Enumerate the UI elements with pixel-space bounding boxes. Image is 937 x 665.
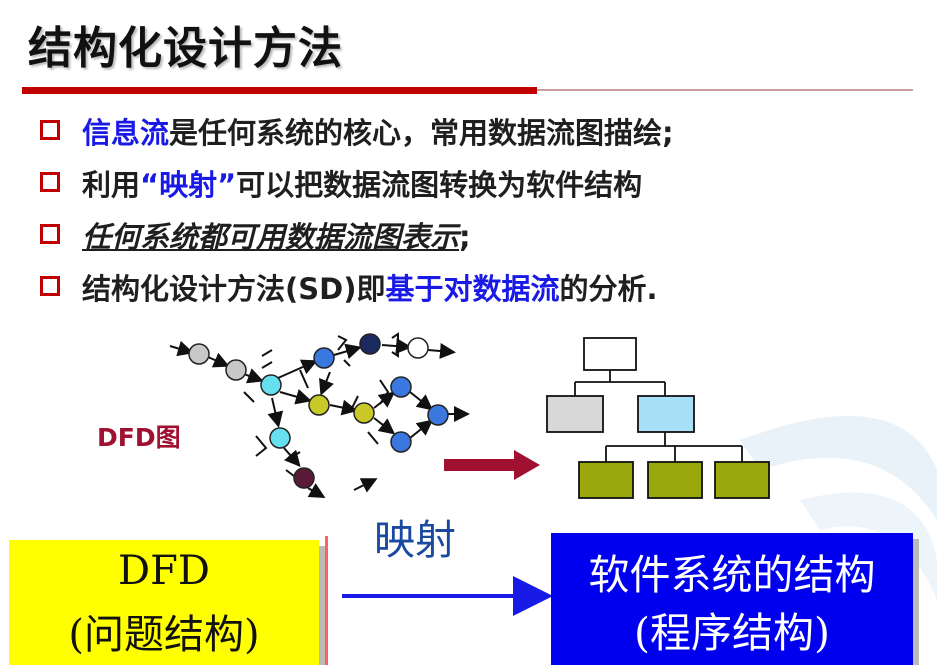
dfd-nodes bbox=[188, 333, 449, 489]
dfd-node bbox=[390, 376, 412, 398]
transform-arrow bbox=[444, 450, 540, 480]
bullet-text: 信息流是任何系统的核心，常用数据流图描绘; bbox=[82, 110, 674, 152]
bullet-square-icon bbox=[40, 172, 60, 192]
dfd-flows bbox=[169, 332, 470, 498]
mapping-label: 映射 bbox=[374, 516, 456, 564]
dfd-node bbox=[407, 337, 429, 359]
bullet-segment: 信息流 bbox=[82, 116, 170, 150]
dfd-node bbox=[359, 333, 381, 355]
bullet-segment: ; bbox=[459, 220, 471, 254]
bullet-text: 结构化设计方法(SD)即基于对数据流的分析. bbox=[82, 266, 658, 308]
bullet-item-4: 结构化设计方法(SD)即基于对数据流的分析. bbox=[40, 264, 920, 316]
bullet-item-1: 信息流是任何系统的核心，常用数据流图描绘; bbox=[40, 108, 920, 160]
bullet-segment: 结构化设计方法(SD)即 bbox=[82, 272, 386, 306]
bullet-item-2: 利用“映射”可以把数据流图转换为软件结构 bbox=[40, 160, 920, 212]
bullet-segment: 利用 bbox=[82, 168, 141, 202]
title-underline-gray bbox=[537, 89, 913, 91]
program-box-line2: (程序结构) bbox=[634, 609, 830, 657]
module-root bbox=[583, 337, 637, 371]
problem-box-line1: DFD bbox=[118, 548, 210, 594]
title-underline-red bbox=[22, 87, 537, 94]
module-leaf bbox=[714, 461, 770, 499]
dfd-node bbox=[293, 467, 315, 489]
bullet-item-3: 任何系统都可用数据流图表示; bbox=[40, 212, 920, 264]
dfd-node bbox=[353, 402, 375, 424]
dfd-label: DFD图 bbox=[97, 423, 181, 452]
program-box-line1: 软件系统的结构 bbox=[588, 551, 876, 599]
dfd-node bbox=[313, 347, 335, 369]
dfd-node bbox=[308, 394, 330, 416]
bullet-segment: “映射” bbox=[140, 168, 237, 202]
bullet-segment: 可以把数据流图转换为软件结构 bbox=[236, 168, 643, 202]
page-title: 结构化设计方法 bbox=[28, 23, 343, 74]
dfd-node bbox=[225, 359, 247, 381]
problem-box-line2: (问题结构) bbox=[68, 612, 260, 658]
bullet-segment: 是任何系统的核心，常用数据流图描绘; bbox=[169, 116, 674, 150]
bullet-segment: 的分析. bbox=[559, 272, 658, 306]
problem-structure-box: DFD (问题结构) bbox=[9, 540, 319, 665]
bullet-segment: 基于对数据流 bbox=[385, 272, 560, 306]
divider-red-bar bbox=[325, 536, 328, 665]
dfd-node bbox=[260, 374, 282, 396]
dfd-node bbox=[390, 431, 412, 453]
dfd-node bbox=[188, 343, 210, 365]
bullet-square-icon bbox=[40, 120, 60, 140]
bullet-square-icon bbox=[40, 224, 60, 244]
bullet-text: 任何系统都可用数据流图表示; bbox=[82, 214, 471, 256]
module-leaf bbox=[647, 461, 703, 499]
dfd-node bbox=[269, 427, 291, 449]
bullet-square-icon bbox=[40, 276, 60, 296]
bullet-segment: 任何系统都可用数据流图表示 bbox=[82, 220, 460, 254]
dfd-node bbox=[427, 404, 449, 426]
program-structure-box: 软件系统的结构 (程序结构) bbox=[551, 533, 913, 665]
module-right bbox=[637, 395, 695, 433]
bullet-list: 信息流是任何系统的核心，常用数据流图描绘; 利用“映射”可以把数据流图转换为软件… bbox=[40, 108, 920, 316]
module-left bbox=[546, 395, 604, 433]
module-leaf bbox=[578, 461, 634, 499]
bullet-text: 利用“映射”可以把数据流图转换为软件结构 bbox=[82, 162, 642, 204]
structure-chart bbox=[546, 337, 770, 499]
